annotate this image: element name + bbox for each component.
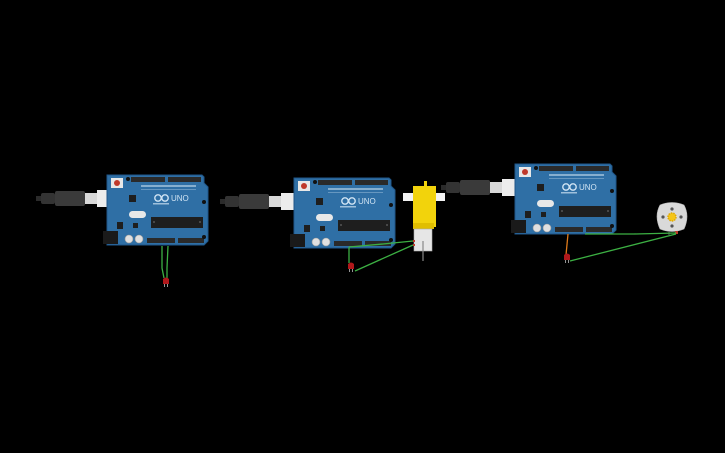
led-2[interactable] (347, 262, 355, 273)
arduino-uno-board-1[interactable] (102, 174, 209, 246)
hobby-gearmotor[interactable] (403, 181, 445, 261)
gearmotor-shaft-edge (440, 197, 445, 201)
usb-cable-2 (220, 193, 303, 210)
wires-circuit-1[interactable] (161, 245, 169, 279)
led-3[interactable] (563, 253, 571, 264)
wires-circuit-3[interactable] (565, 232, 677, 262)
led-1[interactable] (162, 277, 170, 288)
wires-circuit-2[interactable] (348, 240, 414, 272)
arduino-uno-board-2[interactable] (289, 177, 396, 249)
arduino-uno-board-3[interactable] (510, 163, 617, 235)
usb-cable-3 (441, 179, 524, 196)
dc-motor[interactable] (656, 202, 688, 236)
